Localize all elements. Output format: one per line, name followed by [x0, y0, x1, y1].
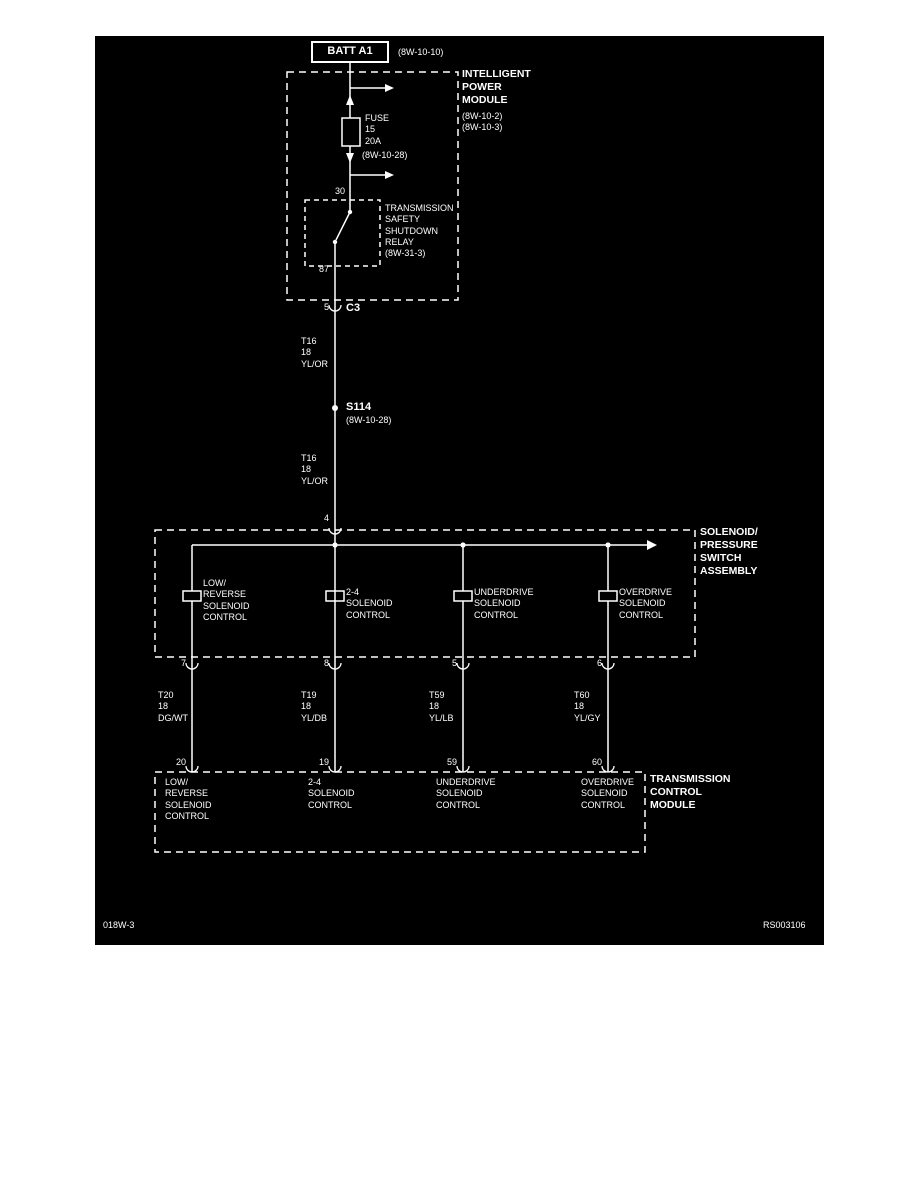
c3-pin: 5 — [323, 302, 329, 312]
figure-id: RS003106 — [763, 920, 806, 930]
relay-arm — [335, 211, 351, 241]
wiring-diagram: BATT A1 (8W-10-10) INTELLIGENT POWER MOD… — [95, 36, 824, 945]
relay-box — [304, 199, 381, 267]
wire-label-t59: T59 18 YL/LB — [429, 690, 454, 723]
battery-ref: (8W-10-10) — [398, 47, 444, 57]
solenoid-label-24: 2-4 SOLENOID CONTROL — [346, 587, 393, 620]
battery-label: BATT A1 — [327, 45, 373, 57]
branch-wires-to-tcm — [191, 601, 609, 772]
branch-drop-wires — [191, 545, 609, 591]
solenoid-label-od: OVERDRIVE SOLENOID CONTROL — [619, 587, 673, 620]
dots-and-arrowheads — [332, 84, 657, 550]
assembly-pin-lr: 7 — [180, 658, 186, 668]
bus-arrow — [647, 540, 657, 550]
relay-contact-dot-87 — [332, 239, 338, 245]
fuse-symbol — [341, 117, 361, 147]
tcm-label-24: 2-4 SOLENOID CONTROL — [308, 777, 355, 810]
upper-wire — [349, 62, 385, 212]
branch-arrow-1 — [385, 84, 394, 92]
solenoid-symbol-lr — [182, 590, 202, 602]
relay-pin-30: 30 — [334, 186, 345, 196]
connector-assembly-out-symbols — [185, 662, 615, 670]
solenoid-label-lr: LOW/ REVERSE SOLENOID CONTROL — [203, 578, 250, 622]
wire-label-lower: T16 18 YL/OR — [301, 453, 329, 486]
wire-label-upper: T16 18 YL/OR — [301, 336, 329, 369]
ipm-title: INTELLIGENT POWER MODULE — [462, 68, 531, 107]
assembly-pin-in: 4 — [323, 513, 329, 523]
branch-arrow-2 — [385, 171, 394, 179]
solenoid-label-ud: UNDERDRIVE SOLENOID CONTROL — [474, 587, 534, 620]
drawing-number: 018W-3 — [103, 920, 135, 930]
relay-pin-87: 87 — [318, 264, 329, 274]
fuse-ref: (8W-10-28) — [362, 150, 408, 160]
solenoid-symbol-ud — [453, 590, 473, 602]
fuse-label: FUSE 15 20A — [365, 113, 390, 146]
assembly-pin-ud: 5 — [451, 658, 457, 668]
connector-tcm-symbols — [185, 765, 615, 773]
down-arrow — [346, 153, 354, 163]
bus-junction-dot-3 — [605, 542, 611, 548]
bus-junction-dot-1 — [332, 542, 338, 548]
assembly-pin-24: 8 — [323, 658, 329, 668]
tcm-label-od: OVERDRIVE SOLENOID CONTROL — [581, 777, 635, 810]
tcm-label-ud: UNDERDRIVE SOLENOID CONTROL — [436, 777, 496, 810]
relay-contact-dot-30 — [347, 209, 353, 215]
tcm-pin-20: 20 — [175, 757, 186, 767]
wire-label-t19: T19 18 YL/DB — [301, 690, 328, 723]
wire-label-t20: T20 18 DG/WT — [158, 690, 188, 723]
c3-label: C3 — [346, 302, 361, 314]
connector-assembly-in-symbol — [328, 527, 342, 535]
tcm-pin-60: 60 — [591, 757, 602, 767]
wire-label-t60: T60 18 YL/GY — [574, 690, 601, 723]
tcm-pin-19: 19 — [318, 757, 329, 767]
connector-c3-symbol — [328, 304, 342, 312]
splice-s114-dot — [332, 405, 338, 411]
tcm-pin-59: 59 — [446, 757, 457, 767]
ipm-refs: (8W-10-2) (8W-10-3) — [462, 111, 503, 133]
relay-label: TRANSMISSION SAFETY SHUTDOWN RELAY (8W-3… — [385, 203, 454, 258]
splice-label: S114 — [346, 401, 372, 413]
assembly-pin-od: 6 — [596, 658, 602, 668]
ipm-box — [286, 71, 459, 301]
splice-ref: (8W-10-28) — [346, 415, 392, 425]
tcm-title: TRANSMISSION CONTROL MODULE — [650, 773, 731, 812]
tcm-label-lr: LOW/ REVERSE SOLENOID CONTROL — [165, 777, 212, 821]
up-arrow — [346, 95, 354, 105]
wiring-lines — [154, 41, 696, 853]
bus-junction-dot-2 — [460, 542, 466, 548]
assembly-title: SOLENOID/ PRESSURE SWITCH ASSEMBLY — [700, 526, 758, 578]
assembly-box — [154, 529, 696, 658]
tcm-box — [154, 771, 646, 853]
solenoid-symbol-od — [598, 590, 618, 602]
